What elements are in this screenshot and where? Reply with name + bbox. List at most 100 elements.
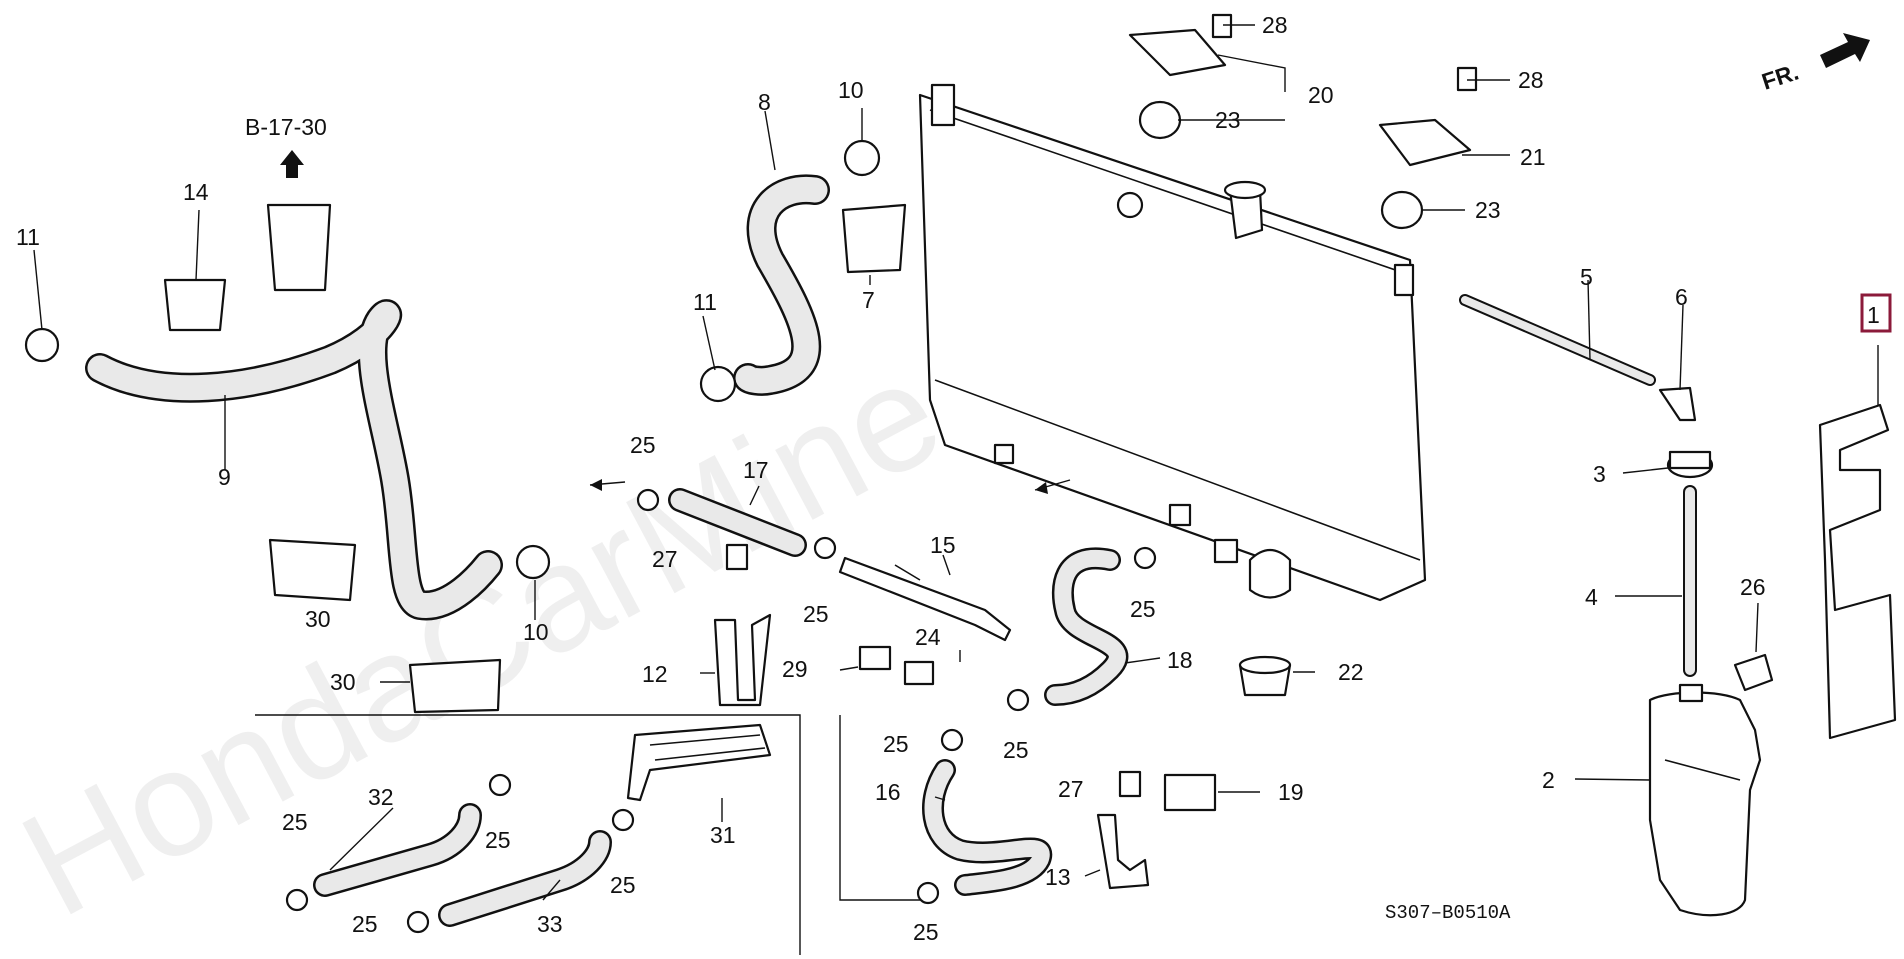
callout-12: 12 [642, 661, 668, 687]
callout-9: 9 [218, 464, 231, 490]
clamp-ref [266, 203, 332, 292]
bracket-13 [1096, 813, 1150, 890]
callout-25-j: 25 [913, 919, 939, 945]
tank-cap [1666, 450, 1714, 479]
front-arrow-icon [1820, 33, 1870, 68]
hose-17 [668, 488, 807, 557]
callout-28-right: 28 [1518, 67, 1544, 93]
bracket-12 [713, 613, 772, 707]
clamp-19 [1163, 773, 1217, 812]
callout-33: 33 [537, 911, 563, 937]
callout-13: 13 [1045, 864, 1071, 890]
hose-18 [1044, 547, 1129, 706]
clip-25-j [916, 881, 940, 905]
flow-arrow-right-icon [1034, 479, 1071, 494]
clip-25-c [1133, 546, 1157, 570]
callout-25-c: 25 [1130, 596, 1156, 622]
bolt-28-right [1456, 66, 1478, 92]
hose-32 [313, 803, 482, 897]
callout-22: 22 [1338, 659, 1364, 685]
callout-23-right: 23 [1475, 197, 1501, 223]
bolt-24 [903, 660, 935, 686]
callout-15: 15 [930, 532, 956, 558]
inset-border [255, 714, 920, 955]
callout-6: 6 [1675, 284, 1688, 310]
callout-28-upper: 28 [1262, 12, 1288, 38]
callout-17: 17 [743, 457, 769, 483]
clamp-14 [163, 278, 227, 332]
callout-21: 21 [1520, 144, 1546, 170]
clip-25-a [636, 488, 660, 512]
reserve-tank [1648, 683, 1762, 917]
bolt-29 [858, 645, 892, 671]
front-indicator: FR. [1759, 59, 1802, 95]
hose-8 [733, 174, 830, 396]
callout-10-upper: 10 [838, 77, 864, 103]
callout-25-e: 25 [883, 731, 909, 757]
overflow-tube-5 [1459, 294, 1656, 386]
callout-11-mid: 11 [693, 289, 717, 315]
mount-20 [1128, 28, 1227, 77]
callout-25-g: 25 [610, 872, 636, 898]
callout-11-left: 11 [16, 224, 40, 250]
bolt-28-upper [1211, 13, 1233, 39]
callout-1: 1 [1867, 302, 1880, 328]
hose-16 [922, 759, 1052, 896]
clip-25-d [1006, 688, 1030, 712]
clamp-7 [841, 203, 907, 274]
cushion-23-right [1380, 190, 1424, 230]
callout-3: 3 [1593, 461, 1606, 487]
grommet-22 [1238, 655, 1292, 697]
reference-label: B-17-30 [245, 114, 327, 140]
callout-29: 29 [782, 656, 808, 682]
flow-arrow-left-icon [589, 479, 626, 491]
callout-30-upper: 30 [305, 606, 331, 632]
callout-24: 24 [915, 624, 941, 650]
clip-25-e [940, 728, 964, 752]
callout-7: 7 [862, 287, 875, 313]
callout-23-upper: 23 [1215, 107, 1241, 133]
callout-30-lower: 30 [330, 669, 356, 695]
clamp-11-mid [699, 365, 737, 403]
clip-25-b [813, 536, 837, 560]
clip-25-f [488, 773, 512, 797]
up-arrow-icon [280, 150, 304, 178]
clamp-10-lower [515, 544, 551, 580]
clip-25-i [406, 910, 430, 934]
clip-26 [1733, 653, 1774, 692]
callout-8: 8 [758, 89, 771, 115]
callout-16: 16 [875, 779, 901, 805]
callout-27-left: 27 [652, 546, 678, 572]
callout-18: 18 [1167, 647, 1193, 673]
leader-lines [33, 24, 1879, 901]
clip-25-h [285, 888, 309, 912]
joint-6 [1658, 386, 1697, 422]
clamp-11-left [24, 327, 60, 363]
pipe-assembly-31 [626, 723, 772, 802]
callout-27-right: 27 [1058, 776, 1084, 802]
callout-25-h: 25 [282, 809, 308, 835]
mount-21 [1378, 118, 1472, 167]
clip-25-g [611, 808, 635, 832]
callout-31: 31 [710, 822, 736, 848]
hose-9 [85, 299, 503, 621]
callout-19: 19 [1278, 779, 1304, 805]
hose-33 [438, 830, 612, 927]
callout-32: 32 [368, 784, 394, 810]
clamp-30-lower [408, 658, 502, 714]
callout-25-d: 25 [1003, 737, 1029, 763]
clamp-10-upper [843, 139, 881, 177]
cushion-23-upper [1138, 100, 1182, 140]
callout-4: 4 [1585, 584, 1598, 610]
radiator [918, 83, 1427, 602]
callout-26: 26 [1740, 574, 1766, 600]
tank-bracket [1818, 403, 1897, 740]
callout-25-b: 25 [803, 601, 829, 627]
bolt-27-left [725, 543, 749, 571]
callout-5: 5 [1580, 264, 1593, 290]
clamp-30-upper [268, 538, 357, 602]
callout-20: 20 [1308, 82, 1334, 108]
callout-10-lower: 10 [523, 619, 549, 645]
callout-14: 14 [183, 179, 209, 205]
